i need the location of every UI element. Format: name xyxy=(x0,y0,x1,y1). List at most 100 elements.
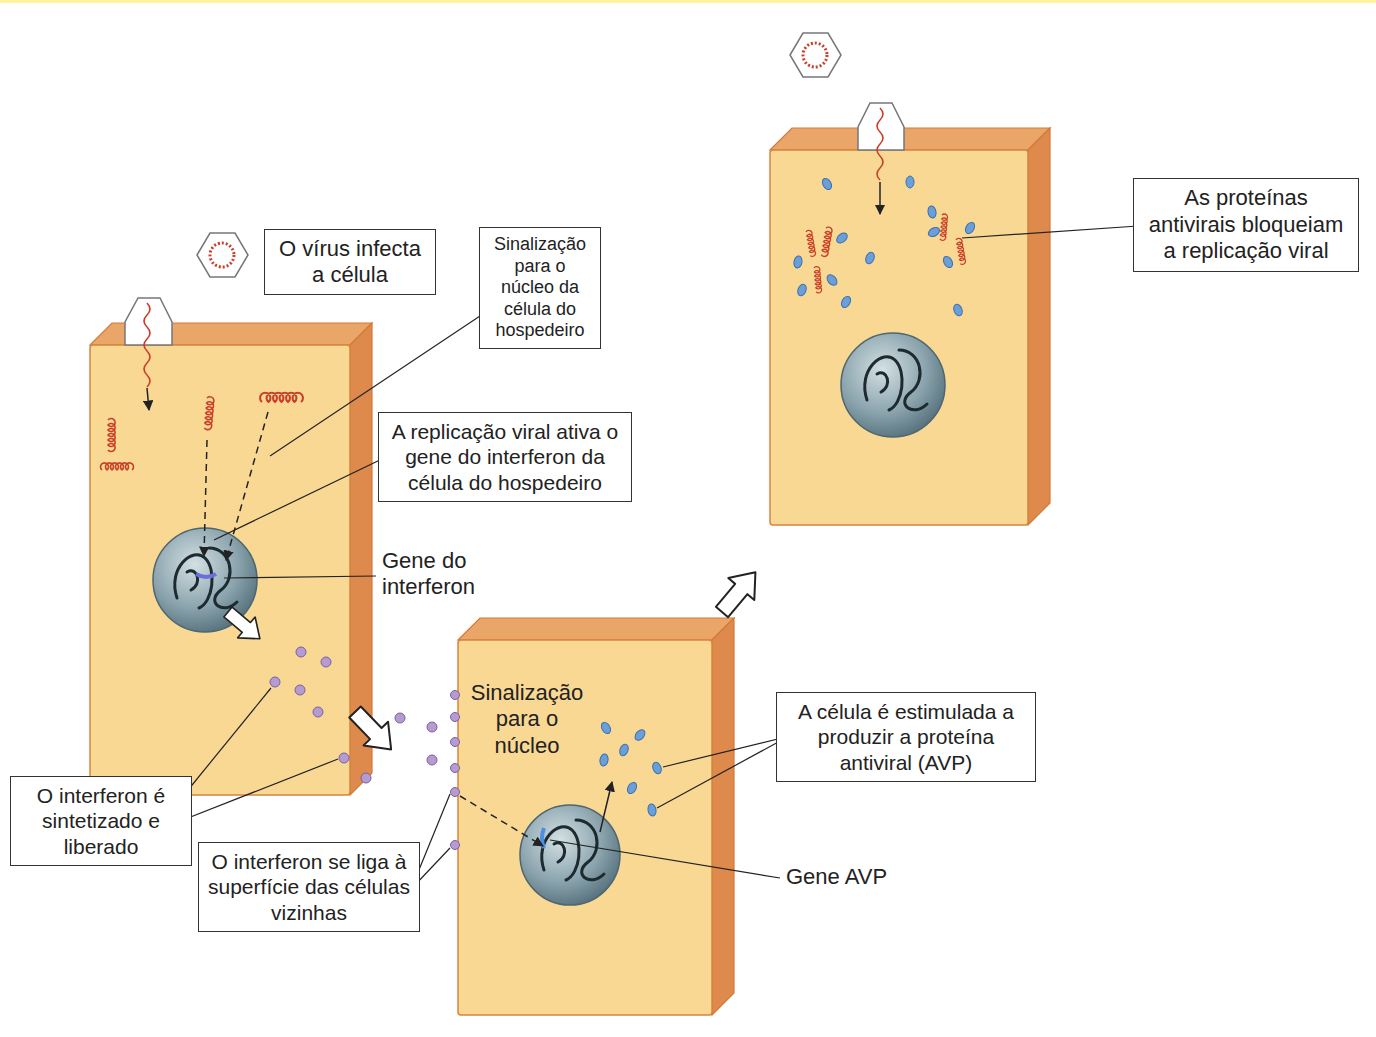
interferon-dot xyxy=(321,657,331,667)
cell-top-face xyxy=(458,618,734,640)
virus xyxy=(790,33,841,77)
viral-rna xyxy=(940,214,948,241)
interferon-dot xyxy=(296,647,306,657)
avp-blob xyxy=(793,255,803,268)
chromatin xyxy=(542,820,604,880)
avp-blob xyxy=(927,205,937,218)
avp-blob xyxy=(964,221,977,235)
avp-blob xyxy=(633,728,647,742)
leader-line xyxy=(224,576,376,578)
infected-cell xyxy=(90,298,372,795)
leader-line xyxy=(214,458,384,540)
interferon-dot xyxy=(270,677,280,687)
callout-text: O interferon se liga à superfície das cé… xyxy=(207,849,411,925)
top-stripe xyxy=(0,0,1376,3)
cell-front-face xyxy=(90,345,350,795)
transfer-arrow xyxy=(343,700,404,761)
nucleus xyxy=(841,333,945,437)
virus-capsid xyxy=(790,33,841,77)
virus-capsid xyxy=(197,233,248,277)
virus xyxy=(197,233,248,277)
entry-arrow xyxy=(879,182,881,214)
part-label: Gene do interferon xyxy=(382,548,494,601)
callout-box: O interferon se liga à superfície das cé… xyxy=(198,842,420,932)
nucleus xyxy=(520,805,620,905)
avp-blob xyxy=(599,753,609,766)
callout-box: O interferon é sintetizado e liberado xyxy=(10,776,192,866)
avp-blob xyxy=(952,303,964,317)
callout-text: A célula é estimulada a produzir a prote… xyxy=(785,699,1027,775)
viral-genome xyxy=(877,108,883,180)
leader-line xyxy=(962,226,1138,238)
callout-box: O vírus infecta a célula xyxy=(264,229,436,296)
avp-blob xyxy=(626,781,639,795)
avp-blob xyxy=(647,803,657,816)
viral-rna xyxy=(956,238,966,265)
cell-side-face xyxy=(712,618,734,1015)
part-label: Sinalização para o núcleo xyxy=(462,680,592,759)
signal-arrow xyxy=(460,796,543,846)
release-arrow xyxy=(219,602,268,650)
avp-blob xyxy=(864,251,876,265)
avp-blob xyxy=(840,295,853,309)
callout-box: A replicação viral ativa o gene do inter… xyxy=(378,412,632,502)
callout-box: Sinalização para o núcleo da célula do h… xyxy=(479,227,601,349)
leader-line xyxy=(188,759,338,818)
expression-arrow xyxy=(600,782,612,832)
leader-line xyxy=(550,840,780,878)
interferon-dot xyxy=(451,738,460,747)
cell-side-face xyxy=(1028,128,1050,525)
viral-rna xyxy=(108,419,115,452)
leader-line xyxy=(657,740,782,808)
virus-genome xyxy=(210,243,234,267)
protected-cell xyxy=(770,103,1050,525)
interferon-dot xyxy=(451,691,460,700)
interferon-dot xyxy=(361,773,371,783)
antiviral-proteins xyxy=(793,176,976,317)
interferon-gene-mark xyxy=(196,574,216,577)
viral-rna xyxy=(101,463,134,470)
viral-rna xyxy=(821,227,832,257)
leader-line xyxy=(188,688,271,790)
avp-blob xyxy=(927,226,941,239)
chromatin xyxy=(865,350,927,410)
interferon-dot xyxy=(451,788,460,797)
viral-rna xyxy=(260,393,303,402)
cell-front-face xyxy=(770,150,1028,525)
transfer-arrow xyxy=(709,561,768,623)
viral-rna xyxy=(806,230,816,257)
cell-top-face xyxy=(770,128,1050,150)
avp-blob xyxy=(651,761,663,775)
interferon-dot xyxy=(451,764,460,773)
bound-interferon xyxy=(451,691,460,850)
avp-blob xyxy=(618,743,630,757)
antiviral-proteins xyxy=(599,721,663,817)
avp-blob xyxy=(821,177,834,191)
viral-rna xyxy=(204,397,214,430)
callout-text: Sinalização para o núcleo da célula do h… xyxy=(488,234,592,342)
signal-arrow xyxy=(226,412,268,560)
part-label: Gene AVP xyxy=(786,864,916,890)
avp-blob xyxy=(835,231,849,245)
interferon-molecules xyxy=(270,647,437,783)
avp-blob xyxy=(825,273,839,287)
avp-blob xyxy=(600,721,613,735)
interferon-dot xyxy=(451,713,460,722)
callout-text: As proteínas antivirais bloqueiam a repl… xyxy=(1142,185,1350,264)
avp-blob xyxy=(796,283,808,297)
entry-arrow xyxy=(147,388,149,410)
interferon-dot xyxy=(427,722,437,732)
interferon-dot xyxy=(295,685,305,695)
callout-box: A célula é estimulada a produzir a prote… xyxy=(776,692,1036,782)
avp-blob xyxy=(906,176,914,188)
viral-genome xyxy=(144,303,150,387)
interferon-dot xyxy=(339,753,349,763)
interferon-dot xyxy=(451,841,460,850)
leader-line xyxy=(663,738,782,767)
interferon-dot xyxy=(395,713,405,723)
virus-genome xyxy=(803,43,827,67)
interferon-dot xyxy=(427,755,437,765)
callout-text: A replicação viral ativa o gene do inter… xyxy=(387,419,623,495)
cell-front-face xyxy=(458,640,712,1015)
